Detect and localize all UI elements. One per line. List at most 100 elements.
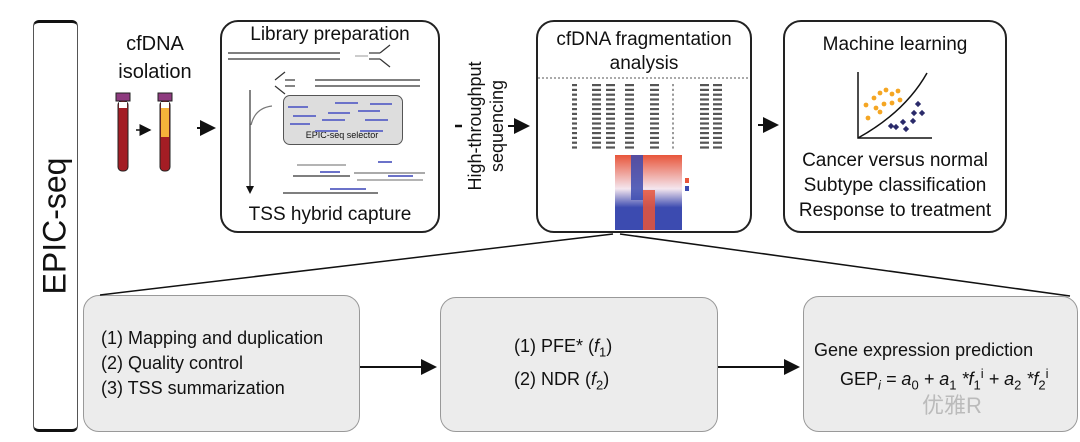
table-cell bbox=[592, 141, 601, 144]
table-cell bbox=[592, 117, 601, 120]
table-cell bbox=[700, 117, 709, 120]
table-cell bbox=[672, 112, 674, 115]
table-cell bbox=[572, 93, 577, 96]
table-cell bbox=[650, 84, 659, 87]
isolation-line2: isolation bbox=[118, 61, 192, 83]
table-cell bbox=[713, 93, 722, 96]
table-cell bbox=[625, 136, 634, 139]
orange-dot bbox=[877, 90, 883, 96]
prediction-box bbox=[803, 296, 1078, 432]
table-cell bbox=[625, 122, 634, 125]
table-cell bbox=[713, 132, 722, 135]
table-cell bbox=[625, 93, 634, 96]
table-cell bbox=[650, 136, 659, 139]
table-cell bbox=[606, 146, 615, 149]
table-cell bbox=[700, 141, 709, 144]
table-cell bbox=[700, 103, 709, 106]
table-cell bbox=[672, 88, 674, 91]
table-cell bbox=[572, 136, 577, 139]
ml-outputs: Cancer versus normal Subtype classificat… bbox=[783, 148, 1007, 223]
table-cell bbox=[650, 117, 659, 120]
table-cell bbox=[625, 117, 634, 120]
table-cell bbox=[650, 108, 659, 111]
table-cell bbox=[625, 88, 634, 91]
table-cell bbox=[672, 146, 674, 149]
navy-dot bbox=[892, 123, 900, 131]
navy-dot bbox=[910, 109, 918, 117]
table-cell bbox=[625, 132, 634, 135]
classification-plot-icon bbox=[857, 72, 932, 139]
table-cell bbox=[700, 127, 709, 130]
fragmentation-title: cfDNA fragmentation analysis bbox=[536, 28, 752, 76]
navy-dot bbox=[914, 100, 922, 108]
table-cell bbox=[572, 127, 577, 130]
table-cell bbox=[672, 93, 674, 96]
side-label-frame bbox=[33, 20, 78, 432]
table-cell bbox=[650, 141, 659, 144]
table-cell bbox=[672, 141, 674, 144]
table-cell bbox=[700, 122, 709, 125]
orange-dot bbox=[873, 105, 879, 111]
table-cell bbox=[606, 88, 615, 91]
table-cell bbox=[625, 127, 634, 130]
table-cell bbox=[592, 84, 601, 87]
table-cell bbox=[592, 136, 601, 139]
table-cell bbox=[572, 146, 577, 149]
orange-dot bbox=[889, 91, 895, 97]
orange-dot bbox=[895, 88, 901, 94]
orange-dot bbox=[877, 109, 883, 115]
plasma-tube-icon bbox=[157, 92, 173, 172]
processing-step: (1) Mapping and duplication bbox=[101, 328, 324, 348]
table-cell bbox=[700, 93, 709, 96]
features-list: (1) PFE* (f1) (2) NDR (f2) bbox=[514, 333, 612, 398]
table-cell bbox=[650, 88, 659, 91]
table-cell bbox=[572, 122, 577, 125]
table-cell bbox=[606, 108, 615, 111]
table-cell bbox=[713, 108, 722, 111]
fragment-table-icon bbox=[572, 84, 722, 149]
table-cell bbox=[650, 146, 659, 149]
table-cell bbox=[672, 84, 674, 87]
table-cell bbox=[713, 88, 722, 91]
fragmentation-line2: analysis bbox=[609, 53, 679, 74]
processing-box bbox=[83, 295, 360, 432]
table-cell bbox=[650, 132, 659, 135]
table-cell bbox=[606, 136, 615, 139]
table-cell bbox=[606, 112, 615, 115]
table-cell bbox=[572, 88, 577, 91]
table-cell bbox=[713, 84, 722, 87]
table-cell bbox=[672, 132, 674, 135]
features-box bbox=[440, 297, 718, 432]
table-cell bbox=[606, 98, 615, 101]
table-cell bbox=[606, 103, 615, 106]
table-cell bbox=[592, 132, 601, 135]
fragmentation-line1: cfDNA fragmentation bbox=[556, 29, 732, 50]
table-cell bbox=[700, 84, 709, 87]
table-cell bbox=[592, 88, 601, 91]
table-cell bbox=[572, 112, 577, 115]
table-cell bbox=[625, 146, 634, 149]
table-cell bbox=[650, 103, 659, 106]
orange-dot bbox=[871, 95, 877, 101]
heatmap-icon bbox=[615, 155, 689, 230]
ml-output: Subtype classification bbox=[803, 175, 987, 196]
table-cell bbox=[713, 136, 722, 139]
processing-step: (2) Quality control bbox=[101, 353, 244, 373]
table-cell bbox=[700, 132, 709, 135]
selector-label: EPIC-seq selector bbox=[305, 130, 379, 140]
table-cell bbox=[672, 122, 674, 125]
table-cell bbox=[672, 108, 674, 111]
orange-dot bbox=[863, 102, 869, 108]
table-cell bbox=[650, 98, 659, 101]
navy-dot bbox=[909, 117, 917, 125]
orange-dot bbox=[865, 115, 871, 121]
table-cell bbox=[650, 93, 659, 96]
prediction-title: Gene expression prediction bbox=[814, 340, 1034, 360]
table-cell bbox=[713, 146, 722, 149]
table-cell bbox=[700, 88, 709, 91]
navy-dot bbox=[899, 118, 907, 126]
table-cell bbox=[672, 136, 674, 139]
orange-dot bbox=[881, 101, 887, 107]
table-cell bbox=[650, 127, 659, 130]
